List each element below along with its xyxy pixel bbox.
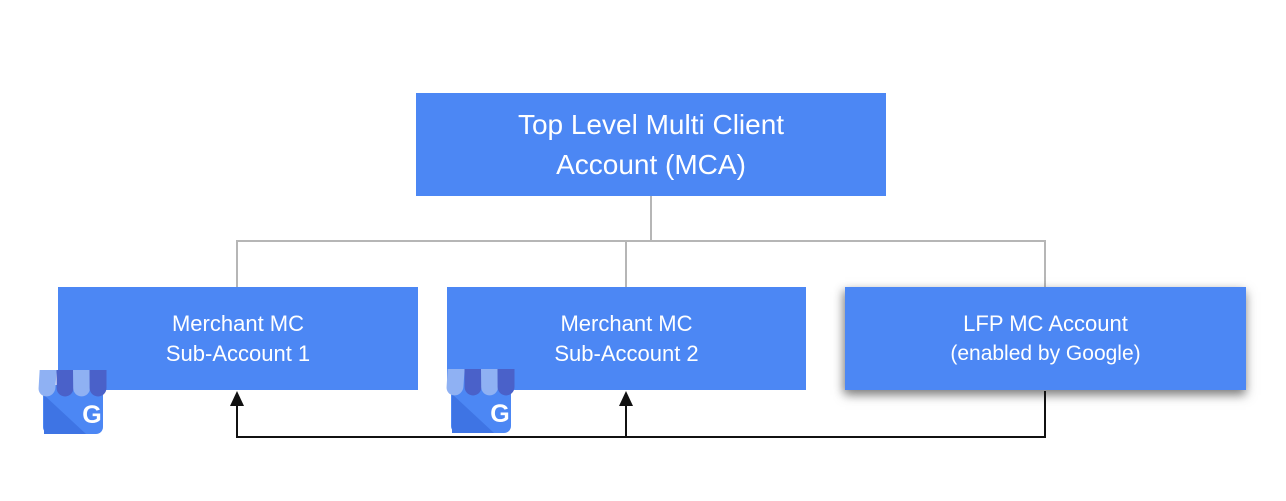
arrowhead-to-sub2 [619,391,633,406]
icon-letter-g: G [82,401,101,429]
node-sub2-line1: Merchant MC [560,310,693,336]
awning-shape [446,369,515,396]
feedback-line-up-sub1 [236,404,238,437]
node-sub2-line2: Sub-Account 2 [554,340,699,366]
node-lfp-line2: (enabled by Google) [950,341,1141,365]
awning-shape [38,370,107,397]
node-lfp-line1: LFP MC Account [963,310,1128,336]
icon-letter-g: G [490,400,509,428]
connector-root-down [650,196,652,241]
node-sub1-line2: Sub-Account 1 [165,340,311,366]
node-top-level-mca: Top Level Multi Client Account (MCA) [416,93,886,196]
business-profile-icon: G [38,370,107,434]
feedback-line-lfp-down [1044,391,1046,438]
feedback-line-up-sub2 [625,404,627,437]
connector-drop-sub2 [625,240,627,287]
business-profile-icon: G [446,369,515,433]
arrowhead-to-sub1 [230,391,244,406]
node-top-level-mca-line2: Account (MCA) [556,148,746,180]
node-lfp-mc-account: LFP MC Account (enabled by Google) [845,287,1246,390]
node-merchant-sub-account-1: Merchant MC Sub-Account 1 [58,287,418,390]
node-top-level-mca-line1: Top Level Multi Client [517,108,785,140]
feedback-line-horizontal [236,436,1046,438]
node-sub1-line1: Merchant MC [171,310,305,336]
connector-drop-lfp [1044,240,1046,287]
connector-drop-sub1 [236,240,238,287]
connector-horizontal-rail [236,240,1046,242]
